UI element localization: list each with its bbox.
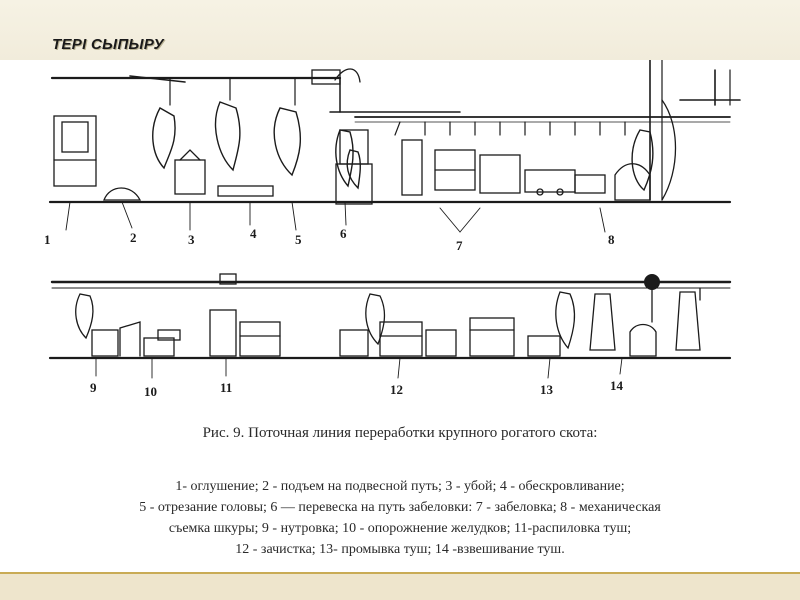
label-2: 2 — [130, 230, 137, 245]
label-5: 5 — [295, 232, 302, 247]
label-11: 11 — [220, 380, 232, 395]
figure-caption: Рис. 9. Поточная линия переработки крупн… — [202, 425, 598, 441]
legend-line: 1- оглушение; 2 - подъем на подвесной пу… — [175, 479, 625, 494]
slide-title: ТЕРІ СЫПЫРУ — [52, 36, 165, 53]
label-1: 1 — [44, 232, 51, 247]
bottom-row-leaders — [95, 357, 623, 379]
label-3: 3 — [188, 232, 195, 247]
bottom-row-machines — [91, 288, 657, 357]
label-10: 10 — [144, 384, 157, 399]
bottom-band — [0, 572, 800, 600]
label-8: 8 — [608, 232, 615, 247]
label-14: 14 — [610, 378, 624, 393]
top-row-rails — [50, 60, 741, 201]
top-row-leaders — [65, 201, 606, 233]
top-row-hooks — [169, 77, 626, 136]
label-7: 7 — [456, 238, 463, 253]
label-9: 9 — [90, 380, 97, 395]
conveyor-line-figure: 1 2 3 4 5 6 7 8 9 10 11 12 13 14 — [44, 60, 741, 399]
top-band — [0, 0, 800, 60]
figure-legend: 1- оглушение; 2 - подъем на подвесной пу… — [0, 476, 800, 560]
top-row-carcasses — [152, 101, 654, 192]
content-area — [0, 60, 800, 572]
label-4: 4 — [250, 226, 257, 241]
legend-line: съемка шкуры; 9 - нутровка; 10 - опорожн… — [168, 521, 632, 536]
bottom-row-carcasses — [75, 287, 701, 351]
legend-line: 12 - зачистка; 13- промывка туш; 14 -взв… — [235, 542, 565, 557]
label-6: 6 — [340, 226, 347, 241]
label-13: 13 — [540, 382, 554, 397]
label-12: 12 — [390, 382, 403, 397]
legend-line: 5 - отрезание головы; 6 — перевеска на п… — [139, 500, 661, 515]
bottom-row-rail — [50, 273, 732, 290]
top-row-machines — [53, 68, 677, 205]
